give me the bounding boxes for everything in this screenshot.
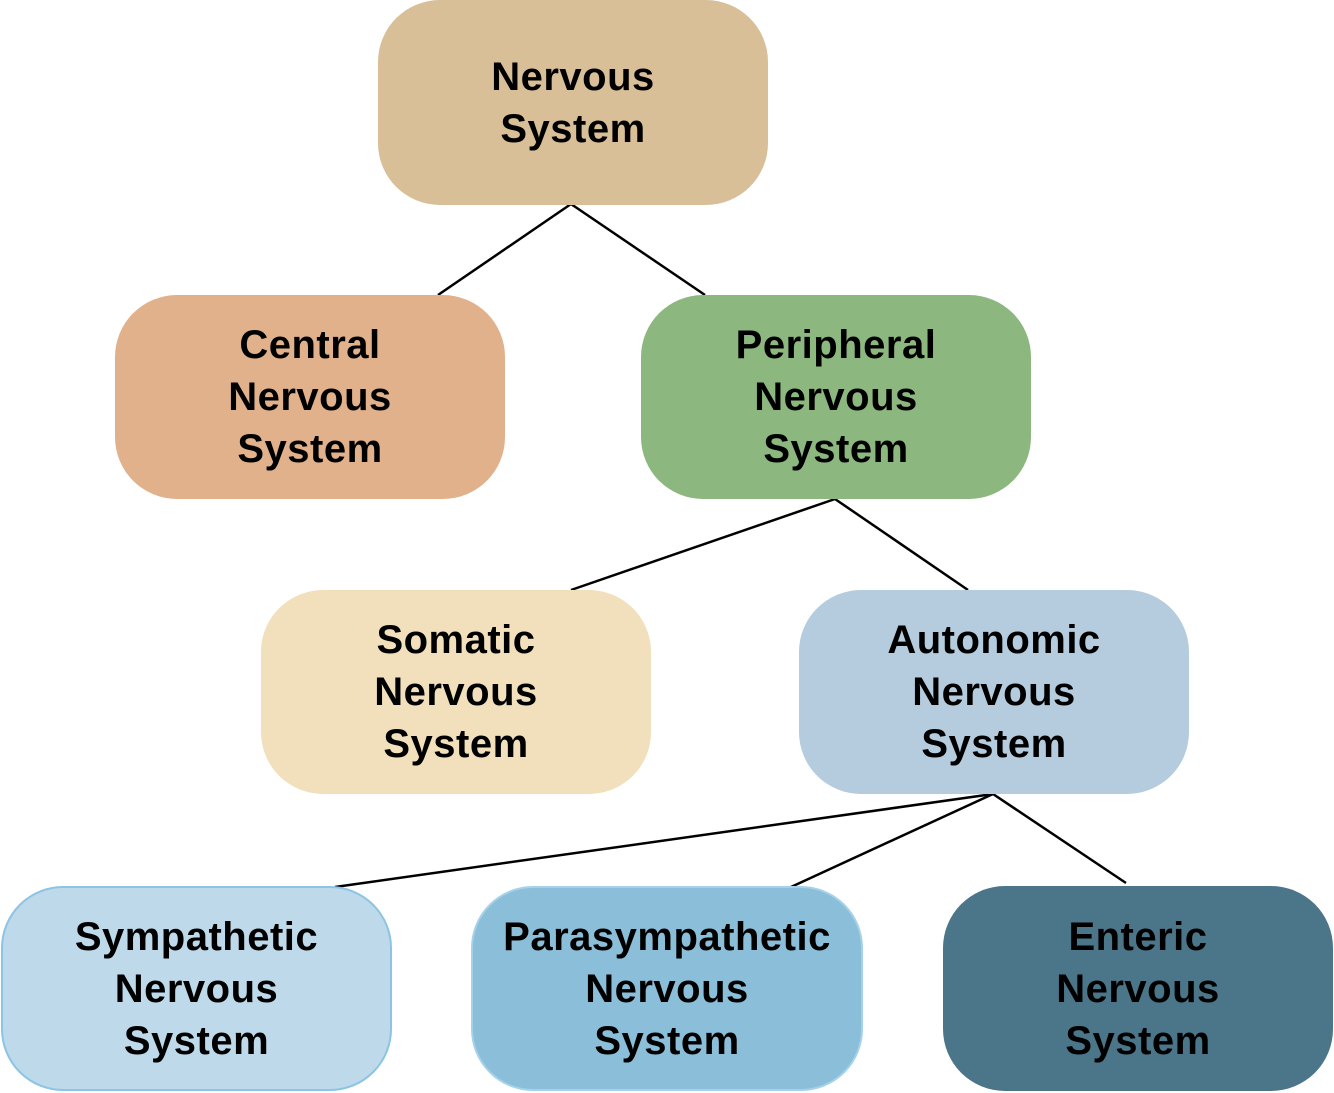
node-label-line: Central [239, 323, 381, 367]
node-label-line: System [123, 1018, 270, 1063]
node-label-line: Sympathetic [74, 914, 319, 959]
enteric-nervous-system-node: Enteric Nervous System [943, 886, 1333, 1091]
edge-root-central [437, 202, 572, 297]
central-nervous-system-node: Central Nervous System [115, 295, 505, 499]
node-label-line: System [763, 427, 909, 471]
node-label-line: Parasympathetic [503, 914, 831, 959]
node-label-line: Peripheral [735, 323, 937, 367]
node-label-line: System [921, 722, 1067, 766]
parasympathetic-nervous-system-node: Parasympathetic Nervous System [471, 886, 863, 1091]
node-label-line: System [500, 106, 646, 151]
edge-autonomic-enteric [992, 792, 1127, 885]
node-label-line: Nervous [754, 375, 918, 419]
sympathetic-nervous-system-node: Sympathetic Nervous System [1, 886, 392, 1091]
edge-autonomic-sympathetic [334, 792, 994, 889]
node-label-line: Nervous [114, 966, 279, 1011]
node-label-line: System [383, 722, 529, 766]
node-label-line: Somatic [376, 618, 536, 662]
edge-root-peripheral [570, 202, 706, 297]
node-label-line: Nervous [491, 54, 655, 99]
node-label-line: System [237, 427, 383, 471]
node-label-line: System [1065, 1018, 1211, 1063]
nervous-system-node: Nervous System [378, 0, 768, 205]
edge-autonomic-parasympathetic [790, 792, 994, 889]
node-label-line: Nervous [374, 670, 538, 714]
peripheral-nervous-system-node: Peripheral Nervous System [641, 295, 1031, 499]
node-label-line: Autonomic [887, 618, 1101, 662]
node-label-line: Nervous [228, 375, 392, 419]
node-label-line: Nervous [1056, 966, 1220, 1011]
autonomic-nervous-system-node: Autonomic Nervous System [799, 590, 1189, 794]
somatic-nervous-system-node: Somatic Nervous System [261, 590, 651, 794]
node-label-line: Enteric [1068, 914, 1208, 959]
edge-peripheral-autonomic [834, 497, 969, 592]
node-label-line: Nervous [585, 966, 749, 1011]
edge-peripheral-somatic [570, 497, 836, 592]
node-label-line: System [594, 1018, 740, 1063]
node-label-line: Nervous [912, 670, 1076, 714]
